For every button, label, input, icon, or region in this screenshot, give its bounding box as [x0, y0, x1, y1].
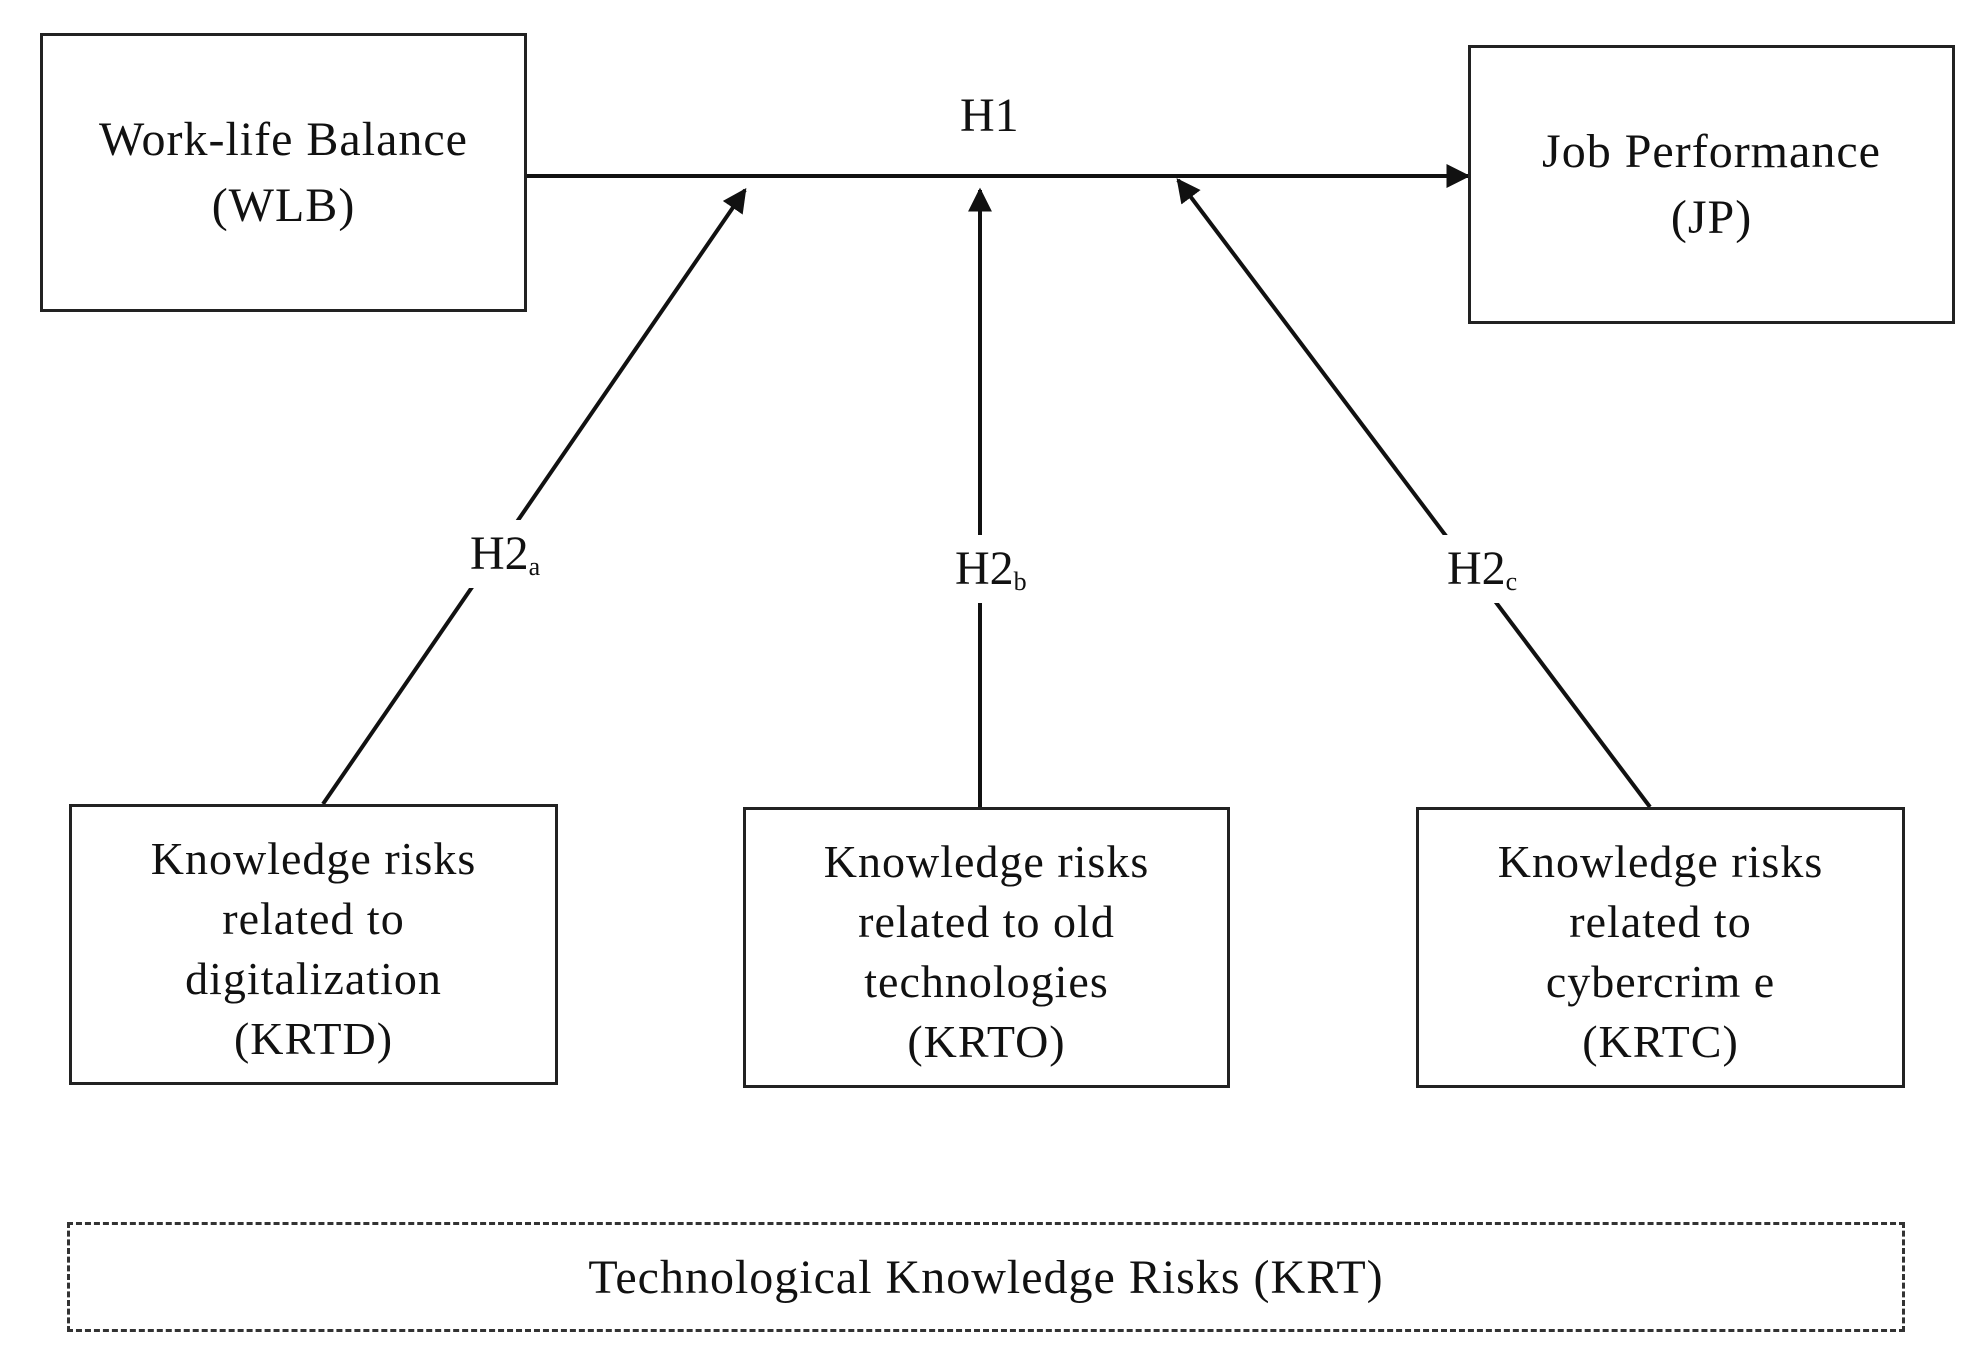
wlb-node: Work-life Balance (WLB)	[40, 33, 527, 312]
h2b-subscript: b	[1013, 567, 1027, 596]
krto-label-line-3: technologies	[864, 956, 1109, 1007]
h2a-arrow	[321, 188, 747, 806]
wlb-label-line-2: (WLB)	[211, 178, 356, 232]
krt-group-label: Technological Knowledge Risks (KRT)	[588, 1250, 1384, 1304]
krtc-label-line-2: related to	[1569, 896, 1752, 947]
h2b-label: H2b	[945, 535, 1037, 603]
jp-label-line-2: (JP)	[1670, 190, 1753, 244]
h1-label: H1	[950, 82, 1029, 149]
jp-label-line-1: Job Performance	[1542, 124, 1881, 178]
h2c-arrow	[1176, 178, 1652, 809]
h2b-text: H2	[955, 542, 1014, 595]
krtd-node: Knowledge risks related to digitalizatio…	[69, 804, 558, 1085]
krto-label-line-2: related to old	[858, 896, 1115, 947]
krto-node: Knowledge risks related to old technolog…	[743, 807, 1230, 1088]
krtd-label-line-4: (KRTD)	[233, 1013, 394, 1064]
h2c-subscript: c	[1505, 567, 1518, 596]
krt-group-box: Technological Knowledge Risks (KRT)	[67, 1222, 1905, 1332]
h2a-label: H2a	[460, 520, 551, 588]
krtd-label-line-1: Knowledge risks	[150, 833, 477, 884]
krtd-label-line-2: related to	[222, 893, 405, 944]
krtd-label-line-3: digitalization	[185, 953, 442, 1004]
krtc-label-line-1: Knowledge risks	[1497, 836, 1824, 887]
h2a-text: H2	[470, 527, 529, 580]
krtc-label-line-4: (KRTC)	[1582, 1016, 1739, 1067]
krtc-label-line-3: cybercrim e	[1545, 956, 1776, 1007]
krtc-node: Knowledge risks related to cybercrim e (…	[1416, 807, 1905, 1088]
h1-text: H1	[960, 89, 1019, 142]
h2c-text: H2	[1447, 542, 1506, 595]
krto-label-line-1: Knowledge risks	[823, 836, 1150, 887]
jp-node: Job Performance (JP)	[1468, 45, 1955, 324]
h2a-subscript: a	[528, 552, 541, 581]
h2c-label: H2c	[1437, 535, 1528, 603]
krto-label-line-4: (KRTO)	[907, 1016, 1066, 1067]
wlb-label-line-1: Work-life Balance	[99, 112, 468, 166]
